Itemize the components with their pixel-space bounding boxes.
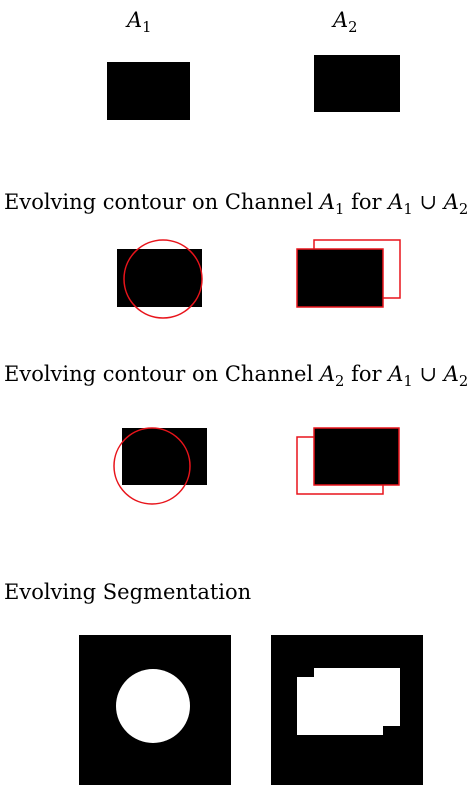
channel-a2-shape-left: [122, 428, 207, 485]
segmentation-union-region: [297, 668, 400, 735]
heading-channel-a1: Evolving contour on Channel A1 for A1 ∪ …: [4, 190, 468, 219]
shape-a1: [107, 62, 190, 120]
shape-a2: [314, 55, 400, 112]
channel-a2-contour-rect-inner: [313, 427, 400, 486]
channel-a2-contour-rect-outer: [296, 436, 384, 495]
label-a1: A1: [127, 8, 152, 37]
segmentation-panel-left: [79, 635, 231, 785]
heading-segmentation: Evolving Segmentation: [4, 580, 252, 604]
channel-a1-contour-rect-outer: [313, 239, 401, 299]
channel-a1-contour-circle: [123, 239, 203, 319]
channel-a1-shape-right: [297, 249, 383, 307]
channel-a1-shape-left: [117, 249, 202, 307]
heading-channel-a2: Evolving contour on Channel A2 for A1 ∪ …: [4, 362, 468, 391]
segmentation-circle-region: [116, 669, 190, 743]
label-a2: A2: [333, 8, 358, 37]
segmentation-panel-right: [271, 635, 423, 785]
segmentation-right-mask: [297, 668, 400, 735]
channel-a2-contour-circle: [113, 427, 191, 505]
segmentation-left-mask: [116, 669, 190, 743]
channel-a2-shape-right: [314, 428, 399, 485]
channel-a1-contour-rect-inner: [296, 248, 384, 308]
